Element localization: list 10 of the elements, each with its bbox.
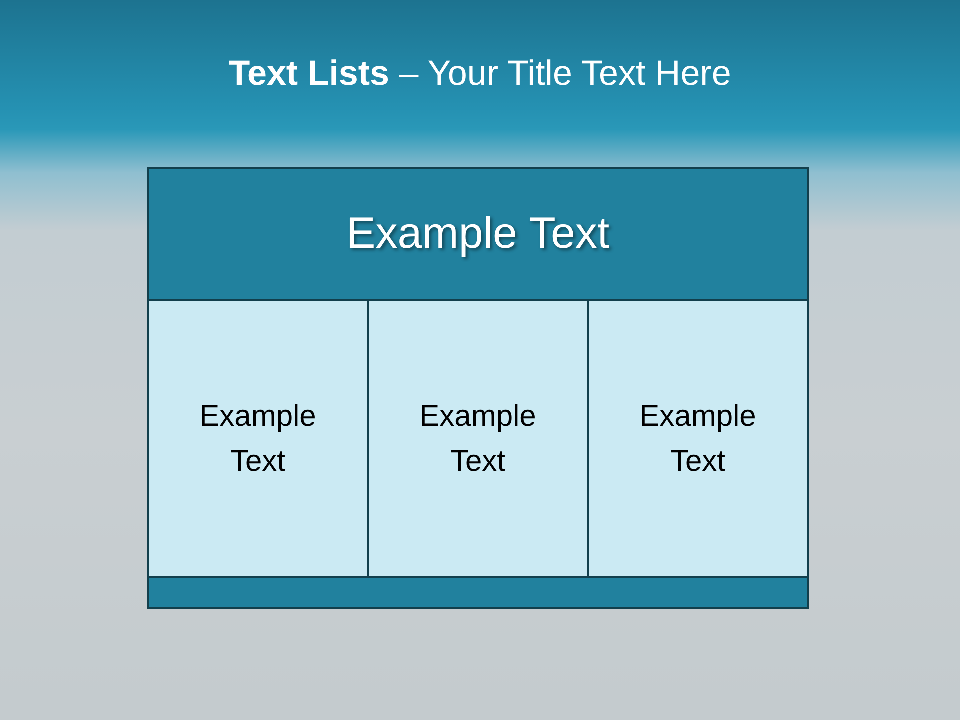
column-box bbox=[367, 299, 589, 578]
footer-bar bbox=[147, 576, 809, 609]
slide-title: Text Lists – Your Title Text Here bbox=[228, 53, 732, 95]
header-text: Example Text bbox=[346, 208, 610, 260]
column-box bbox=[147, 299, 369, 578]
column-text: Example Text bbox=[198, 398, 318, 480]
column-text: Example Text bbox=[418, 398, 538, 480]
column-text: Example Text bbox=[638, 398, 758, 480]
header-box bbox=[147, 167, 809, 301]
column-box bbox=[587, 299, 809, 578]
